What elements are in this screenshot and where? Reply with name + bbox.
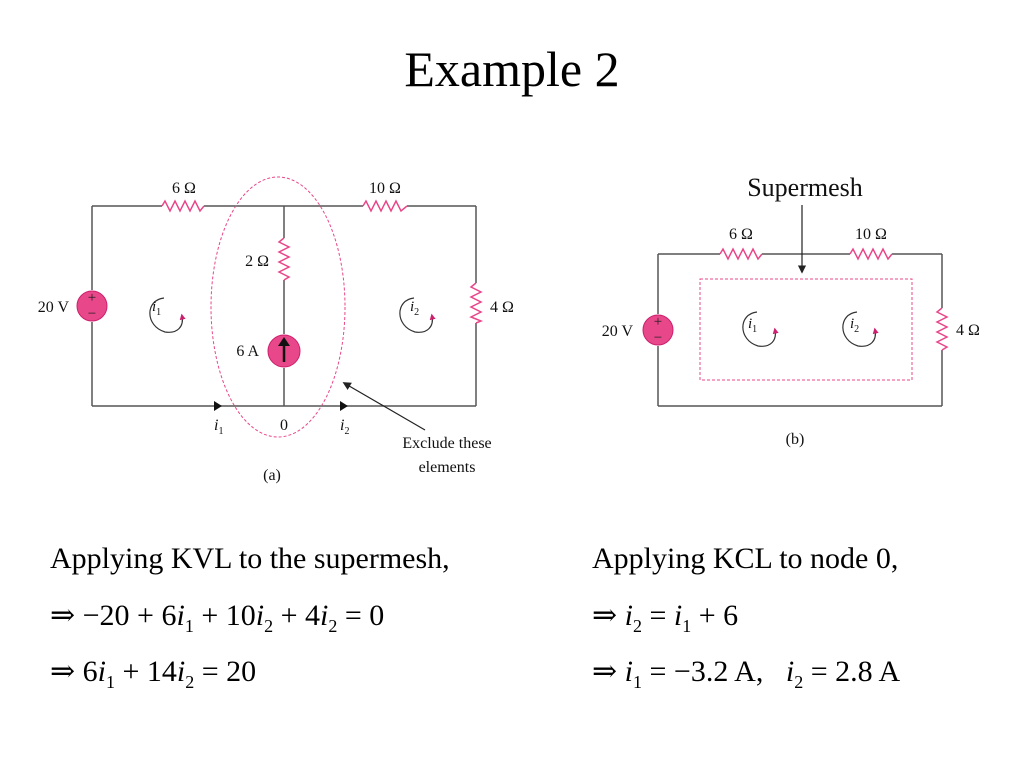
exclude-label-line1: Exclude these xyxy=(402,435,491,452)
mesh-label-i1-a: i1 xyxy=(152,299,161,318)
voltage-source-20v: + − xyxy=(76,290,108,322)
label-20v-b: 20 V xyxy=(602,323,634,340)
implies-symbol: ⇒ xyxy=(592,599,618,632)
kvl-equation-2: ⇒ 6i1 + 14i2 = 20 xyxy=(50,655,257,692)
implies-symbol: ⇒ xyxy=(50,599,76,632)
mesh-arrow-i1-b xyxy=(742,311,779,347)
mesh-label-i1-b: i1 xyxy=(748,316,757,335)
svg-text:+: + xyxy=(654,314,662,330)
implies-symbol: ⇒ xyxy=(592,655,618,688)
implies-symbol: ⇒ xyxy=(50,655,76,688)
resistor-2-ohm xyxy=(277,237,291,281)
mesh-label-i2-a: i2 xyxy=(410,299,419,318)
supermesh-ellipse xyxy=(210,176,346,438)
label-4-ohm-b: 4 Ω xyxy=(956,322,980,339)
branch-arrow-i2 xyxy=(340,401,348,411)
eq-term: −20 + 6 xyxy=(82,599,177,632)
slide-title: Example 2 xyxy=(404,41,620,97)
mesh-arrow-i2-b xyxy=(842,311,879,347)
kvl-heading: Applying KVL to the supermesh, xyxy=(50,542,450,575)
mesh-arrow-i2-a xyxy=(399,297,436,333)
resistor-10-ohm-b xyxy=(849,247,893,261)
wires-a xyxy=(91,205,477,407)
resistor-4-ohm xyxy=(469,282,484,324)
svg-text:+: + xyxy=(88,290,96,306)
svg-text:−: − xyxy=(654,330,662,346)
caption-a: (a) xyxy=(263,467,281,484)
label-10-ohm-a: 10 Ω xyxy=(369,180,401,197)
label-10-ohm-b: 10 Ω xyxy=(855,226,887,243)
resistor-4-ohm-b xyxy=(935,307,949,351)
voltage-source-20v-b: + − xyxy=(642,314,674,346)
kvl-equation-1: ⇒ −20 + 6i1 + 10i2 + 4i2 = 0 xyxy=(50,599,385,636)
caption-b: (b) xyxy=(786,431,805,448)
kcl-equation-2: ⇒ i1 = −3.2 A, i2 = 2.8 A xyxy=(592,655,901,692)
wires-b xyxy=(657,253,943,407)
branch-arrow-i1 xyxy=(214,401,222,411)
resistor-6-ohm-b xyxy=(719,247,763,261)
label-6-ohm-a: 6 Ω xyxy=(172,180,196,197)
svg-text:−: − xyxy=(88,306,96,322)
branch-label-i1: i1 xyxy=(214,417,223,437)
label-6-ohm-b: 6 Ω xyxy=(729,226,753,243)
exclude-pointer-arrow xyxy=(342,382,426,431)
supermesh-box xyxy=(699,278,913,381)
label-20v-a: 20 V xyxy=(38,299,70,316)
label-node-0: 0 xyxy=(280,417,288,434)
label-4-ohm-a: 4 Ω xyxy=(490,299,514,316)
branch-label-i2: i2 xyxy=(340,417,349,437)
label-2-ohm-a: 2 Ω xyxy=(245,253,269,270)
resistor-10-ohm xyxy=(362,199,408,213)
resistor-6-ohm xyxy=(161,199,205,213)
supermesh-label: Supermesh xyxy=(747,173,863,202)
exclude-label-line2: elements xyxy=(419,459,476,476)
label-6a: 6 A xyxy=(236,343,259,360)
kcl-equation-1: ⇒ i2 = i1 + 6 xyxy=(592,599,739,636)
mesh-arrow-i1-a xyxy=(149,297,186,333)
mesh-label-i2-b: i2 xyxy=(850,316,859,335)
kcl-heading: Applying KCL to node 0, xyxy=(592,542,899,575)
current-source-6a xyxy=(267,334,301,368)
